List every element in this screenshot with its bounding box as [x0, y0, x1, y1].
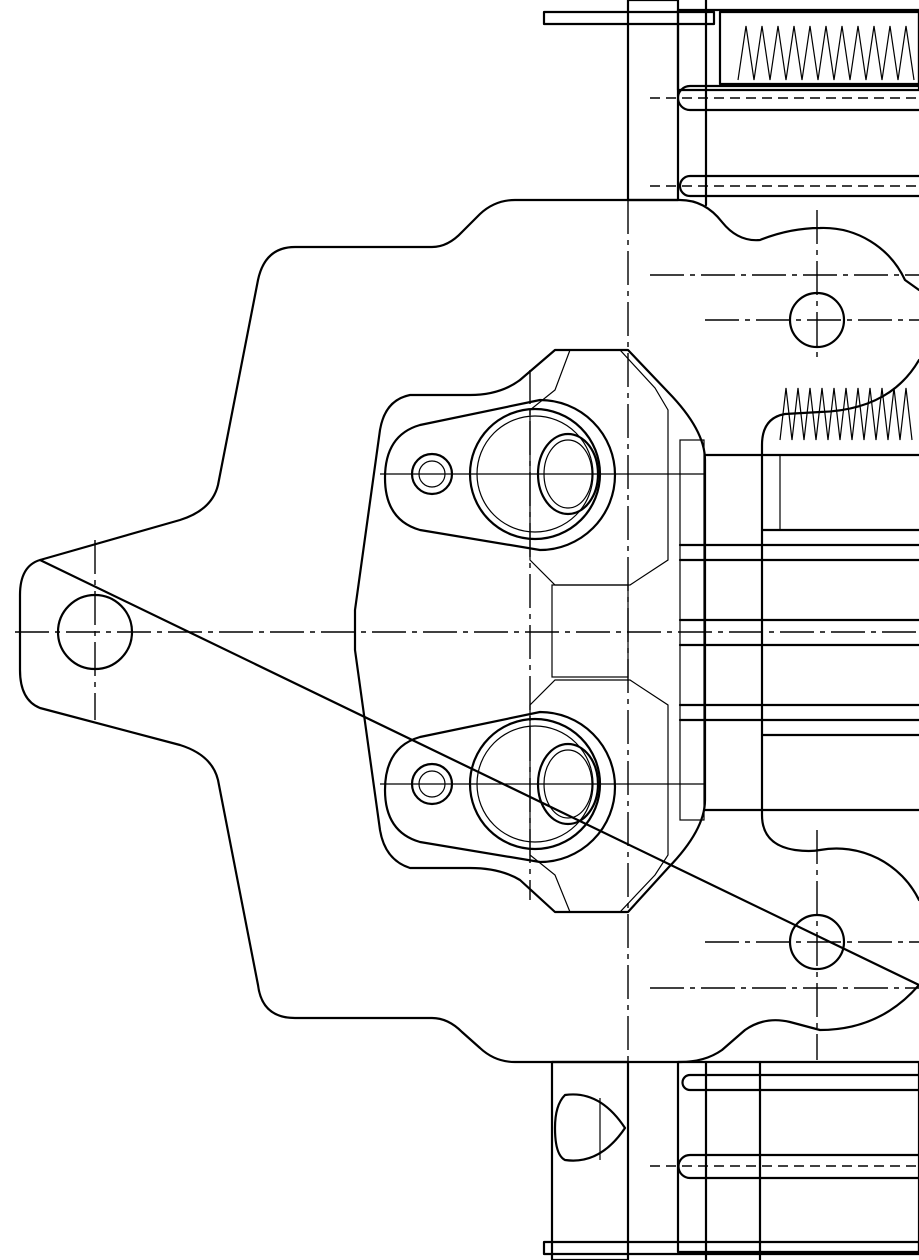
body-outline [18, 198, 919, 1064]
spring-top [737, 25, 915, 81]
upper-valve-port [380, 398, 705, 552]
lower-valve-port [380, 710, 705, 864]
inner-housing [353, 348, 707, 914]
top-rail-assembly [542, 0, 919, 207]
bottom-rail-assembly [542, 1060, 919, 1260]
right-channels [678, 387, 919, 812]
spring-middle [779, 387, 913, 441]
